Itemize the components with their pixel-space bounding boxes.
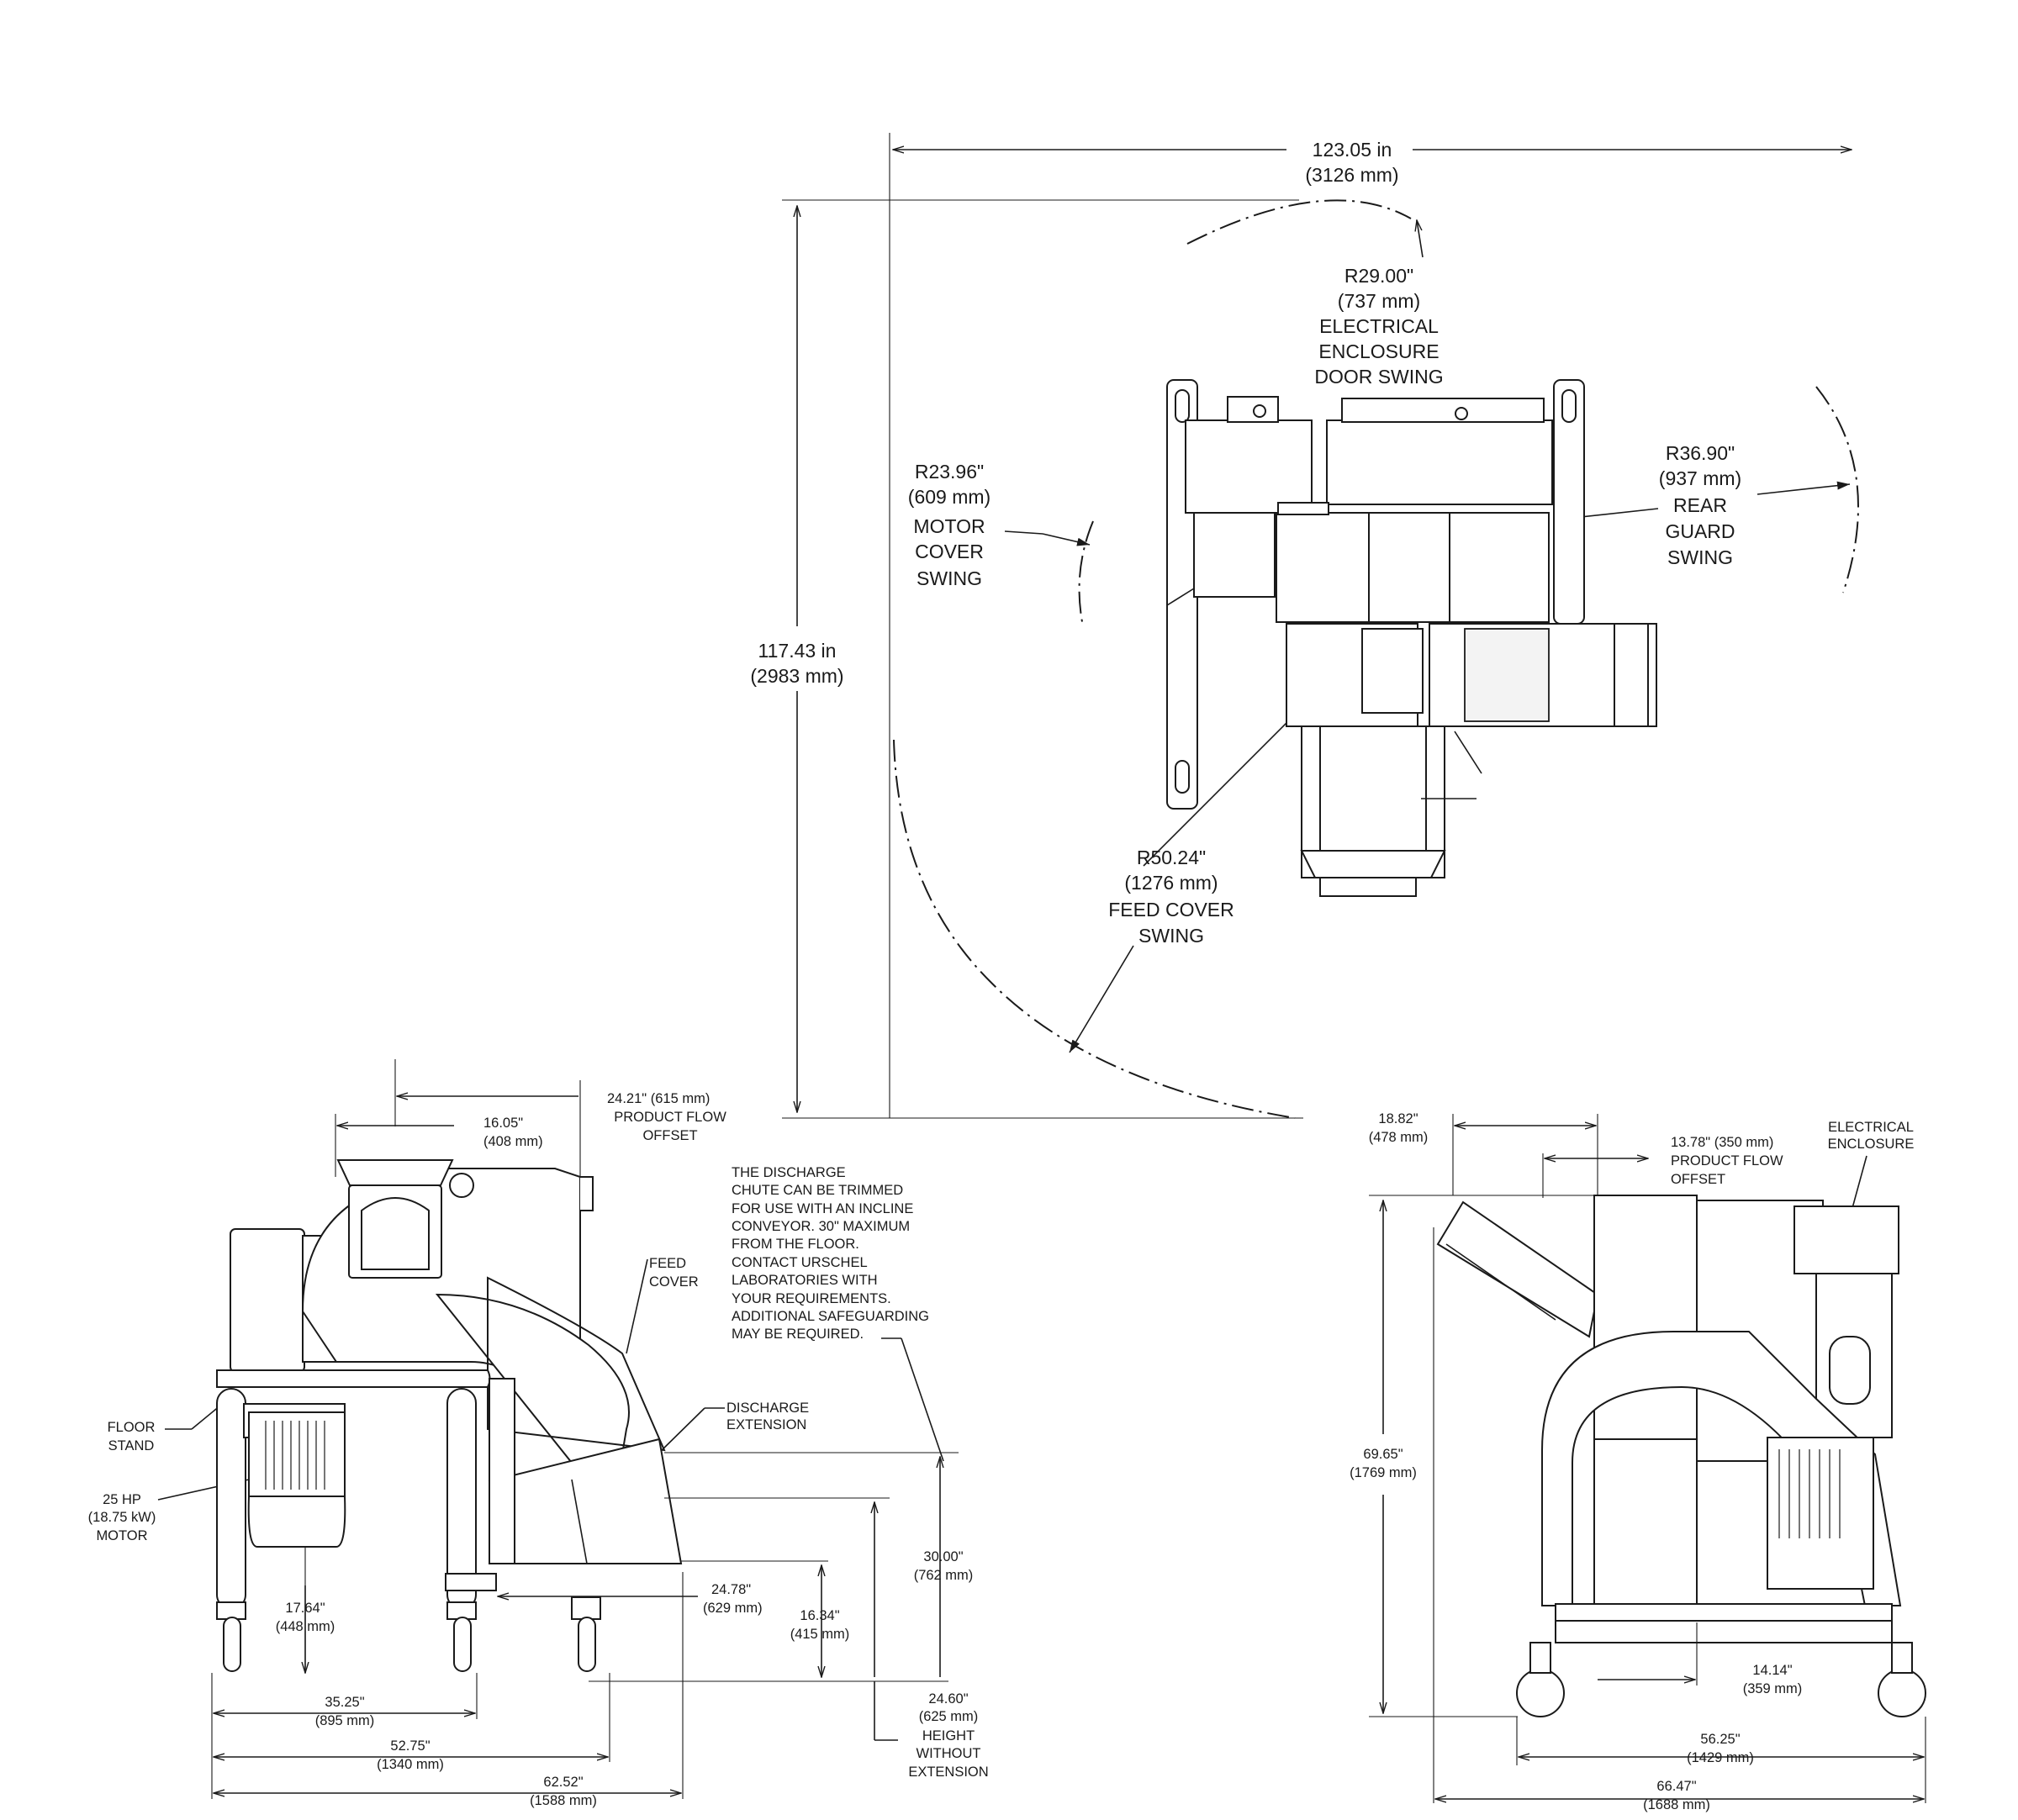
svg-text:YOUR REQUIREMENTS.: YOUR REQUIREMENTS. [732, 1291, 891, 1306]
motor-cover-swing-arc [1078, 520, 1094, 627]
overall-depth-mm: (2983 mm) [750, 665, 843, 687]
dim-62-52-mm: (1588 mm) [530, 1793, 597, 1808]
rear-guard-label-1: REAR [1673, 494, 1727, 516]
dim-18-82: 18.82" [1378, 1111, 1418, 1126]
svg-text:FROM THE FLOOR.: FROM THE FLOOR. [732, 1237, 859, 1252]
feed-cover-label-2: SWING [1138, 925, 1204, 947]
dim-24-60: 24.60" [928, 1691, 968, 1707]
svg-text:ADDITIONAL SAFEGUARDING: ADDITIONAL SAFEGUARDING [732, 1309, 929, 1324]
svg-text:MAY BE REQUIRED.: MAY BE REQUIRED. [732, 1327, 864, 1342]
dim-52-75: 52.75" [390, 1738, 430, 1754]
top-view: 123.05 in (3126 mm) 117.43 in (2983 mm) … [750, 133, 1859, 1119]
dim-35-25-mm: (895 mm) [315, 1713, 375, 1728]
motor-cover-label-3: SWING [917, 567, 982, 589]
rear-guard-radius: R36.90" [1666, 442, 1735, 464]
electrical-door-label-1: ELECTRICAL [1319, 315, 1439, 337]
svg-text:CONVEYOR. 30" MAXIMUM: CONVEYOR. 30" MAXIMUM [732, 1219, 910, 1234]
product-flow-offset-label-3: OFFSET [642, 1128, 697, 1143]
dim-52-75-mm: (1340 mm) [377, 1757, 444, 1772]
product-flow-offset-label-2: PRODUCT FLOW [614, 1110, 726, 1125]
floor-stand-label-2: STAND [108, 1438, 155, 1453]
overall-width-label: 123.05 in [1313, 139, 1392, 161]
feed-cover-radius-mm: (1276 mm) [1124, 872, 1218, 894]
dim-24-78-mm: (629 mm) [703, 1601, 763, 1616]
motor-cover-label-1: MOTOR [913, 515, 985, 537]
feed-cover-label: FEED [649, 1256, 686, 1271]
rear-guard-swing-arc [1815, 386, 1859, 593]
svg-text:THE DISCHARGE: THE DISCHARGE [732, 1165, 846, 1180]
dim-17-64-mm: (448 mm) [276, 1619, 335, 1634]
end-product-flow-offset-3: OFFSET [1671, 1172, 1725, 1187]
dim-66-47: 66.47" [1656, 1779, 1696, 1794]
dim-24-60-label-1: HEIGHT [922, 1728, 975, 1744]
rear-guard-label-2: GUARD [1665, 520, 1735, 542]
svg-text:CHUTE CAN BE TRIMMED: CHUTE CAN BE TRIMMED [732, 1183, 903, 1198]
feed-cover-swing-arc [893, 739, 1296, 1119]
product-flow-offset-label: 24.21" (615 mm) [607, 1091, 710, 1106]
electrical-door-radius: R29.00" [1344, 265, 1413, 287]
feed-cover-radius: R50.24" [1137, 847, 1206, 868]
dim-17-64: 17.64" [285, 1601, 325, 1616]
feed-cover-label-2: COVER [649, 1274, 699, 1290]
machine-plan-view [1166, 379, 1657, 897]
side-view: 24.21" (615 mm) PRODUCT FLOW OFFSET 16.0… [88, 1059, 989, 1808]
motor-label-3: MOTOR [96, 1528, 147, 1543]
dim-66-47-mm: (1688 mm) [1643, 1797, 1710, 1812]
dim-35-25: 35.25" [325, 1695, 364, 1710]
dim-14-14: 14.14" [1752, 1663, 1792, 1678]
motor-cover-label-2: COVER [915, 541, 984, 562]
hopper-offset-mm: (408 mm) [483, 1134, 543, 1149]
rear-guard-radius-mm: (937 mm) [1659, 467, 1741, 489]
dim-24-60-label-3: EXTENSION [908, 1765, 988, 1780]
end-product-flow-offset: 13.78" (350 mm) [1671, 1135, 1773, 1150]
dim-16-34-mm: (415 mm) [790, 1627, 850, 1642]
end-product-flow-offset-2: PRODUCT FLOW [1671, 1153, 1783, 1168]
electrical-door-radius-mm: (737 mm) [1338, 290, 1420, 312]
dim-69-65: 69.65" [1363, 1447, 1403, 1462]
motor-label: 25 HP [103, 1492, 141, 1507]
rear-guard-label-3: SWING [1667, 546, 1733, 568]
dim-24-60-mm: (625 mm) [919, 1709, 979, 1724]
svg-text:LABORATORIES WITH: LABORATORIES WITH [732, 1273, 878, 1288]
dim-69-65-mm: (1769 mm) [1350, 1465, 1417, 1480]
electrical-enclosure-label-2: ENCLOSURE [1828, 1137, 1915, 1152]
dim-18-82-mm: (478 mm) [1369, 1130, 1429, 1145]
motor-label-kw: (18.75 kW) [88, 1510, 156, 1525]
discharge-note: THE DISCHARGE CHUTE CAN BE TRIMMED FOR U… [732, 1165, 929, 1342]
discharge-extension-label-2: EXTENSION [726, 1417, 806, 1432]
svg-text:FOR USE WITH AN INCLINE: FOR USE WITH AN INCLINE [732, 1201, 913, 1216]
electrical-enclosure-label: ELECTRICAL [1828, 1120, 1914, 1135]
motor-cover-radius: R23.96" [915, 461, 984, 483]
dim-30-00: 30.00" [923, 1549, 963, 1564]
overall-depth-label: 117.43 in [758, 640, 837, 662]
electrical-door-swing-arc [1186, 199, 1412, 245]
overall-width-mm: (3126 mm) [1305, 164, 1398, 186]
dim-14-14-mm: (359 mm) [1743, 1681, 1803, 1696]
svg-text:CONTACT URSCHEL: CONTACT URSCHEL [732, 1255, 868, 1270]
electrical-door-label-2: ENCLOSURE [1318, 340, 1439, 362]
motor-cover-radius-mm: (609 mm) [908, 486, 991, 508]
dim-16-34: 16.34" [800, 1608, 839, 1623]
floor-stand-label: FLOOR [108, 1420, 156, 1435]
feed-cover-label-1: FEED COVER [1108, 899, 1234, 921]
machine-end-view [1436, 1195, 1926, 1717]
dim-56-25-mm: (1429 mm) [1687, 1750, 1754, 1765]
dim-24-78: 24.78" [711, 1582, 751, 1597]
electrical-door-label-3: DOOR SWING [1314, 366, 1443, 388]
dim-56-25: 56.25" [1700, 1732, 1740, 1747]
dim-62-52: 62.52" [543, 1775, 583, 1790]
dim-30-00-mm: (762 mm) [914, 1568, 974, 1583]
machine-side-view [216, 1159, 683, 1672]
hopper-offset-label: 16.05" [483, 1116, 523, 1131]
dim-24-60-label-2: WITHOUT [917, 1746, 981, 1761]
end-view: 18.82" (478 mm) 13.78" (350 mm) PRODUCT … [1350, 1111, 1926, 1812]
discharge-extension-label: DISCHARGE [726, 1401, 809, 1416]
